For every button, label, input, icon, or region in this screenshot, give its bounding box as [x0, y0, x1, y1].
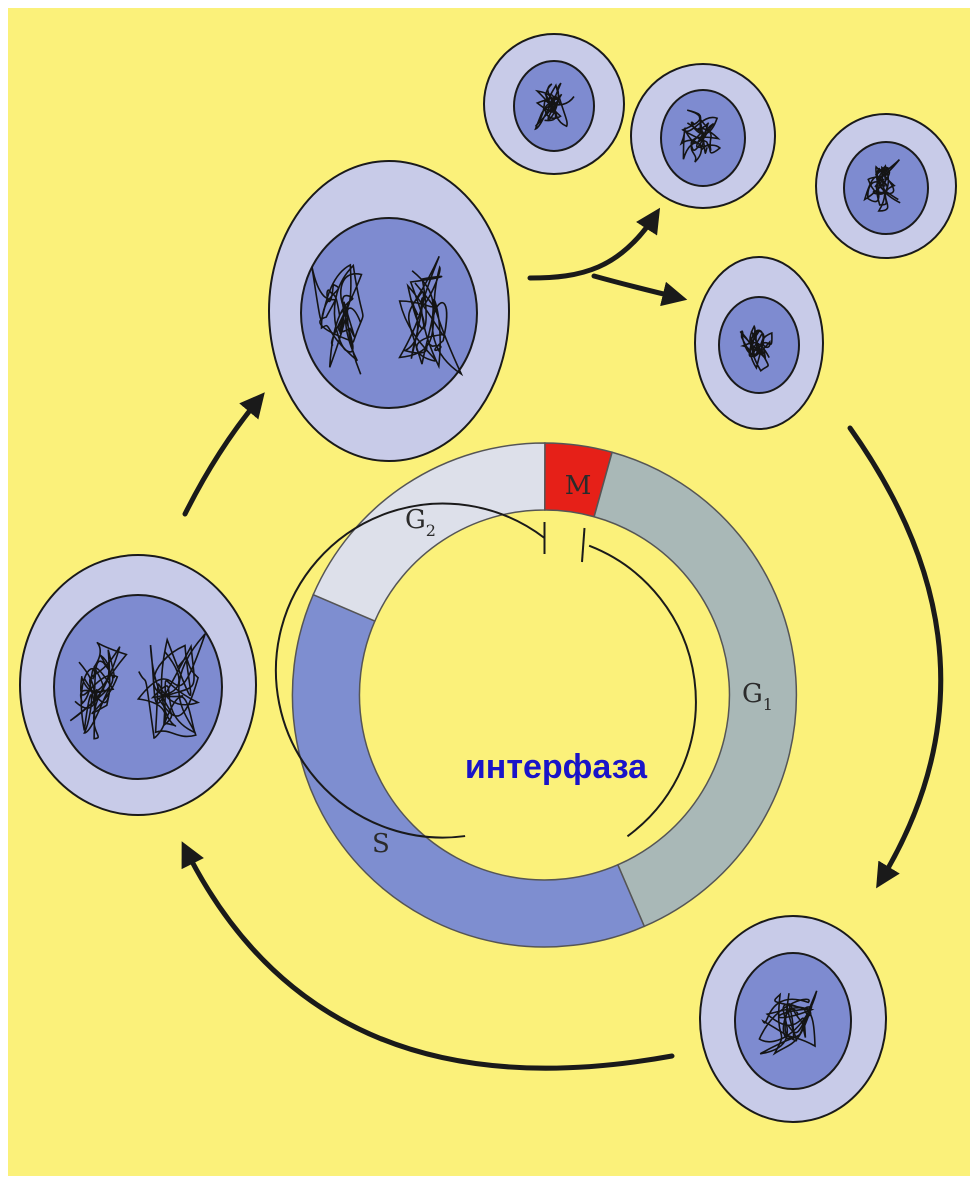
- cell-large-top: [269, 161, 509, 461]
- cell-small-top-left: [484, 34, 624, 174]
- interphase-label: интерфаза: [465, 748, 648, 786]
- cell-small-right: [695, 257, 823, 429]
- cell-nucleus: [844, 142, 928, 234]
- phase-label-m: M: [565, 471, 592, 501]
- phase-label-s: S: [372, 829, 390, 859]
- cell-small-top-right: [816, 114, 956, 258]
- cell-growing-bottom-right: [700, 916, 886, 1122]
- cell-large-left: [20, 555, 256, 815]
- cell-small-top-middle: [631, 64, 775, 208]
- cell-nucleus: [54, 595, 222, 779]
- cell-nucleus: [301, 218, 477, 408]
